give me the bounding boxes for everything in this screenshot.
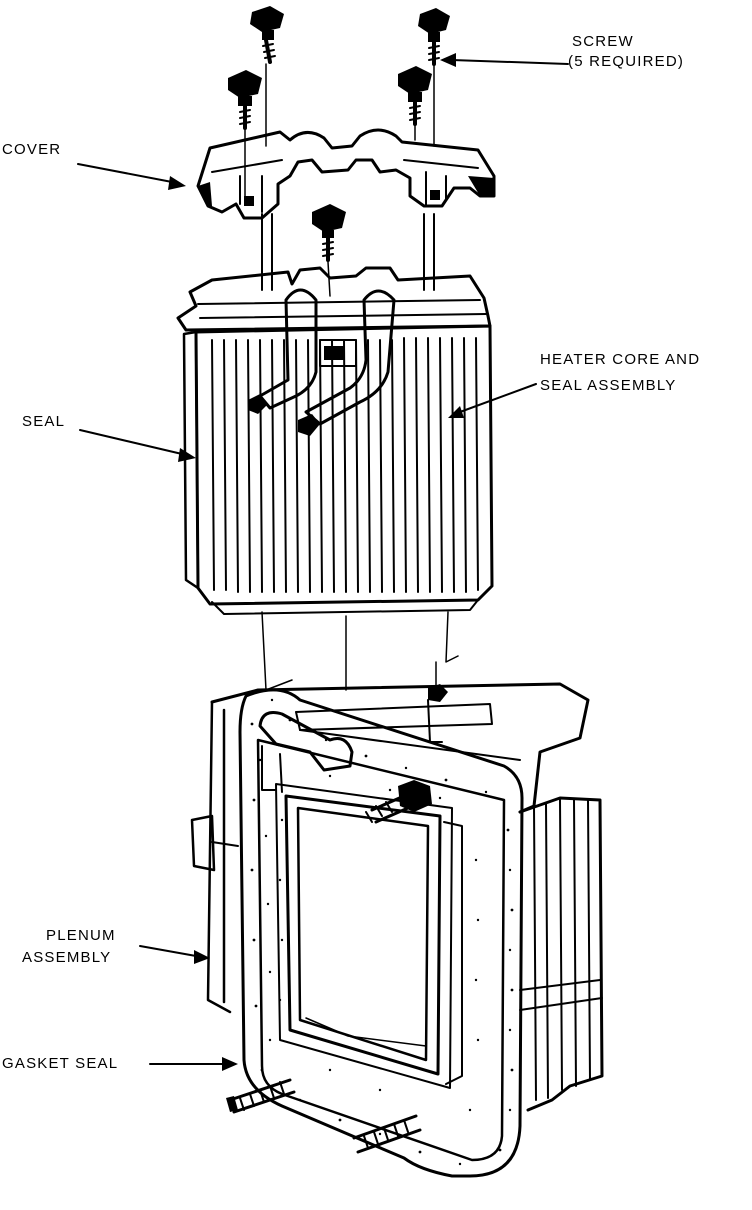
screw-top-right [418, 8, 450, 66]
heater-core-leader-arrow [448, 383, 537, 418]
screw-alignment-lines [244, 63, 435, 297]
leader-arrows [77, 53, 569, 1071]
plenum-assembly [190, 682, 604, 1178]
cover-label: COVER [2, 141, 61, 158]
screw-label-line2: (5 REQUIRED) [568, 53, 684, 70]
screw-leader-arrow [440, 53, 569, 67]
heater-core-label-line2: SEAL ASSEMBLY [540, 377, 677, 394]
plenum-label-line2: ASSEMBLY [22, 949, 111, 966]
screw-right [398, 66, 432, 126]
gasket-seal-label: GASKET SEAL [2, 1055, 118, 1072]
gasket-frame [238, 688, 524, 1178]
screw-left [228, 70, 262, 130]
plenum-leader-arrow [139, 945, 210, 964]
callout-labels: SCREW (5 REQUIRED) COVER HEATER CORE AND… [2, 33, 700, 1072]
gasket-texture [250, 698, 514, 1166]
plenum-label-line1: PLENUM [46, 927, 116, 944]
heater-core-assembly [176, 266, 494, 615]
seal-label: SEAL [22, 413, 65, 430]
screw-top-left [250, 6, 284, 64]
screw-center [312, 204, 346, 262]
screws [228, 6, 450, 262]
cover-leader-arrow [77, 163, 186, 190]
gasket-leader-arrow [149, 1057, 238, 1071]
seal-leader-arrow [79, 429, 196, 462]
core-fins [211, 337, 479, 593]
screw-label-line1: SCREW [572, 33, 634, 50]
core-pipes [248, 288, 396, 436]
heater-core-label-line1: HEATER CORE AND [540, 351, 700, 368]
cover [196, 128, 496, 220]
